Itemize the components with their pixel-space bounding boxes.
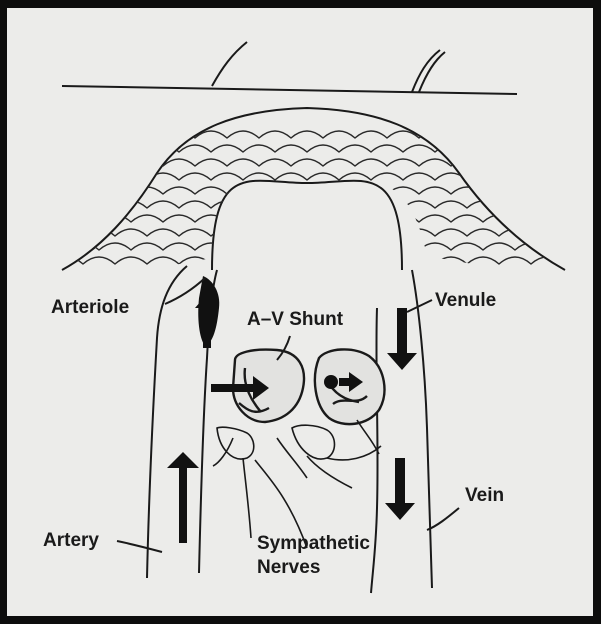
vein-label: Vein bbox=[465, 485, 504, 507]
venule-label: Venule bbox=[435, 290, 496, 312]
scale-pattern bbox=[51, 131, 563, 264]
sympathetic-label-line1: Sympathetic bbox=[257, 533, 370, 555]
diagram-canvas: Arteriole A–V Shunt Venule Vein Artery S… bbox=[7, 8, 593, 616]
sympathetic-label-line2: Nerves bbox=[257, 557, 320, 579]
sympathetic-nerves bbox=[213, 420, 381, 548]
av-shunt-label: A–V Shunt bbox=[247, 309, 343, 331]
artery-label: Artery bbox=[43, 530, 99, 552]
skin-surface bbox=[62, 42, 517, 94]
arteriole-label: Arteriole bbox=[51, 297, 129, 319]
